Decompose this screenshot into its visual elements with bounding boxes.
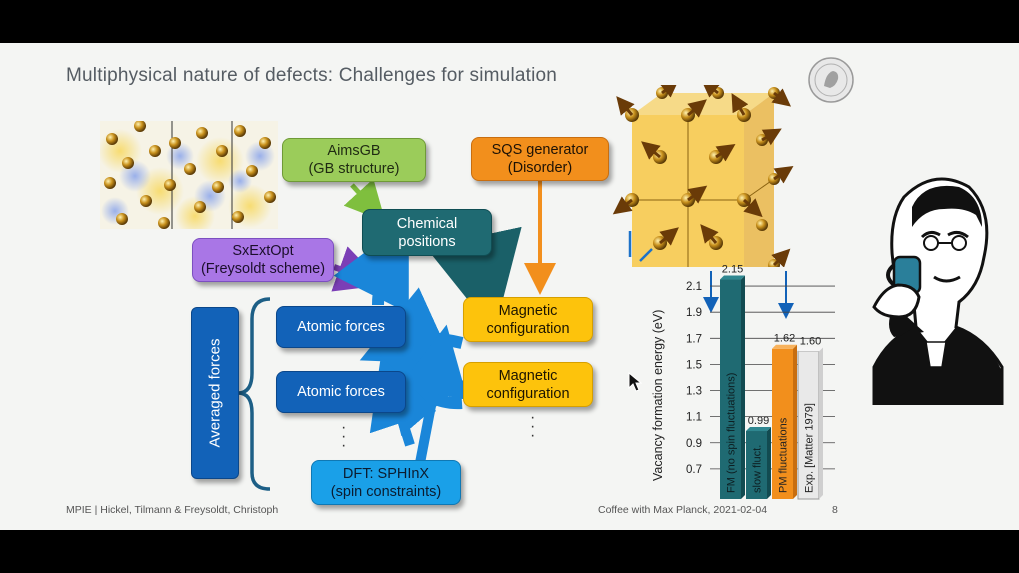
magnetic-configuration-box-1: Magnetic configuration xyxy=(463,297,593,342)
chart-ytick-label: 1.5 xyxy=(686,359,702,371)
chart-ytick-label: 1.3 xyxy=(686,386,702,398)
chart-bar xyxy=(772,348,793,499)
chart-ytick-label: 0.9 xyxy=(686,438,702,450)
workflow-arrows xyxy=(237,178,794,491)
chart-bar xyxy=(720,279,741,499)
averaged-forces-box: Averaged forces xyxy=(191,307,239,479)
vertical-ellipsis-right: ··· xyxy=(530,409,536,444)
chart-bars: 2.15 FM (no spin fluctuations) 0.99 slow fl… xyxy=(720,264,823,500)
chart-data-label: 1.60 xyxy=(800,335,821,347)
chart-bar xyxy=(746,431,767,499)
chart-bar-top xyxy=(772,344,797,349)
vertical-ellipsis-left: ··· xyxy=(341,419,347,454)
averaged-forces-label: Averaged forces xyxy=(206,338,224,448)
chart-ytick-label: 1.7 xyxy=(686,333,702,345)
magnetic-configuration-box-2: Magnetic configuration xyxy=(463,362,593,407)
vacancy-energy-chart: Vacancy formation energy (eV) 0.7 0.9 1.1 1… xyxy=(651,264,835,500)
chart-bar-top xyxy=(720,275,745,280)
chart-bar-label: Exp. [Matter 1979] xyxy=(804,403,816,493)
footer-authors: MPIE | Hickel, Tilmann & Freysoldt, Chri… xyxy=(66,504,279,516)
slide-title: Multiphysical nature of defects: Challen… xyxy=(66,65,558,86)
chart-bar-label: PM fluctuations xyxy=(778,417,790,493)
slide: Multiphysical nature of defects: Challen… xyxy=(0,43,1019,530)
chart-bar-side xyxy=(793,344,797,499)
aimsgb-box: AimsGB (GB structure) xyxy=(282,138,426,182)
atomic-forces-box-1: Atomic forces xyxy=(276,306,406,348)
sqs-generator-box: SQS generator (Disorder) xyxy=(471,137,609,181)
chart-data-label: 1.62 xyxy=(774,333,795,345)
chemical-positions-box: Chemical positions xyxy=(362,209,492,256)
chart-bar-label: FM (no spin fluctuations) xyxy=(726,373,738,493)
chart-bar-top xyxy=(746,427,771,432)
chart-ytick-label: 2.1 xyxy=(686,281,702,293)
chart-data-label: 0.99 xyxy=(748,415,769,427)
grain-boundary-atoms-image xyxy=(100,121,278,229)
magnetic-spin-lattice-image xyxy=(612,85,794,267)
sxextopt-box: SxExtOpt (Freysoldt scheme) xyxy=(192,238,334,282)
footer-event: Coffee with Max Planck, 2021-02-04 xyxy=(598,504,768,516)
page-number: 8 xyxy=(832,504,838,516)
chart-ytick-labels: 0.7 0.9 1.1 1.3 1.5 1.7 1.9 2.1 xyxy=(686,281,702,476)
dft-sphinx-box: DFT: SPHInX (spin constraints) xyxy=(311,460,461,505)
chart-data-label: 2.15 xyxy=(722,264,743,276)
chart-bar-label: slow fluct. xyxy=(752,445,764,493)
chart-ytick-label: 1.9 xyxy=(686,307,702,319)
mouse-cursor-icon xyxy=(628,372,642,392)
atomic-forces-box-2: Atomic forces xyxy=(276,371,406,413)
chart-bar-side xyxy=(819,347,823,499)
chart-bar-side xyxy=(767,427,771,499)
chart-bar-side xyxy=(741,275,745,499)
max-planck-logo-icon xyxy=(808,57,854,103)
chart-bar-top xyxy=(798,347,823,352)
max-planck-portrait-image xyxy=(872,177,1004,405)
chart-ylabel: Vacancy formation energy (eV) xyxy=(651,310,665,481)
chart-ytick-label: 0.7 xyxy=(686,464,702,476)
chart-ytick-label: 1.1 xyxy=(686,412,702,424)
